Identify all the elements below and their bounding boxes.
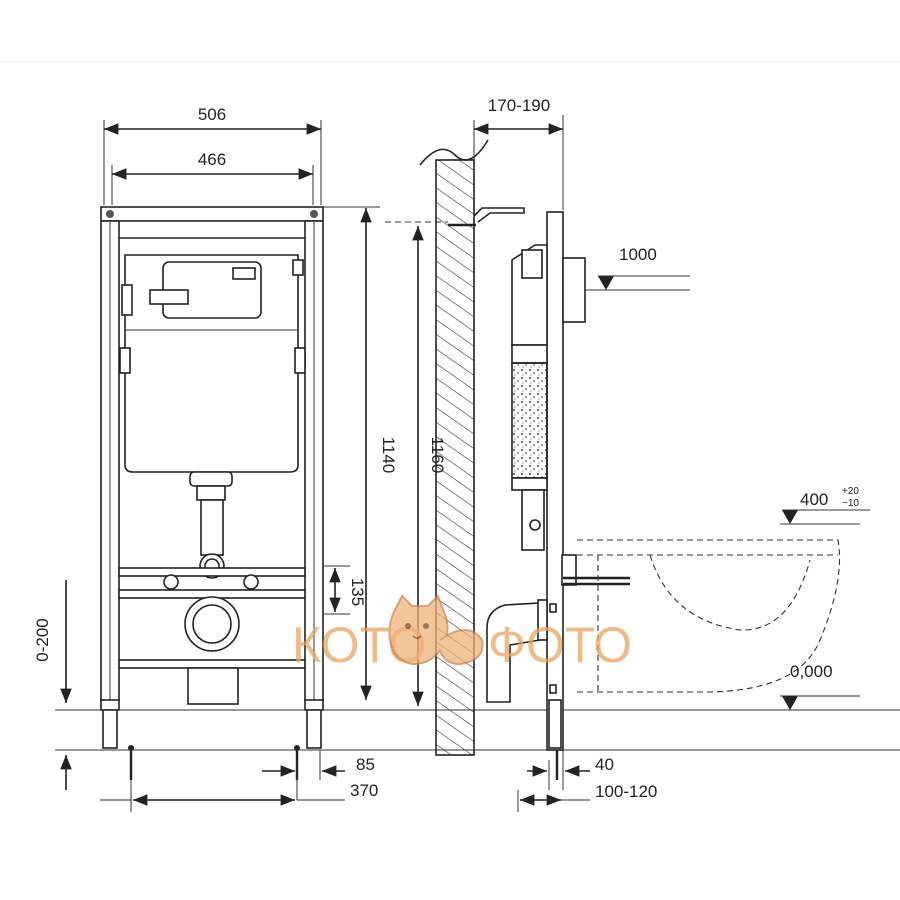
dim-bowl-tol-plus: +20 <box>842 486 859 497</box>
dim-foot-spacing: 370 <box>350 781 378 800</box>
dim-depth-range: 170-190 <box>488 96 550 115</box>
dim-bowl-height: 400 <box>800 490 828 509</box>
dim-total-height: 1160 <box>428 437 447 474</box>
dim-wall-foot: 40 <box>595 755 614 774</box>
dim-frame-outer-width: 506 <box>198 105 226 124</box>
dim-bowl-tol-minus: −10 <box>842 498 859 509</box>
front-view <box>55 120 900 812</box>
dim-actuator-height: 1000 <box>619 245 657 264</box>
side-view <box>385 115 870 812</box>
dim-frame-height: 1140 <box>379 437 398 474</box>
dim-wall-clearance: 100-120 <box>595 782 657 801</box>
dim-foot-offset: 85 <box>356 755 375 774</box>
cat-logo-icon <box>388 594 484 666</box>
dim-floor-level: 0,000 <box>790 662 833 681</box>
dim-frame-inner-width: 466 <box>198 150 226 169</box>
dim-bolt-spacing: 135 <box>348 578 367 606</box>
watermark-right-text: ФОТО <box>488 617 632 673</box>
watermark: КОТО ФОТО <box>292 594 632 673</box>
dim-leg-adjust: 0-200 <box>33 618 52 661</box>
